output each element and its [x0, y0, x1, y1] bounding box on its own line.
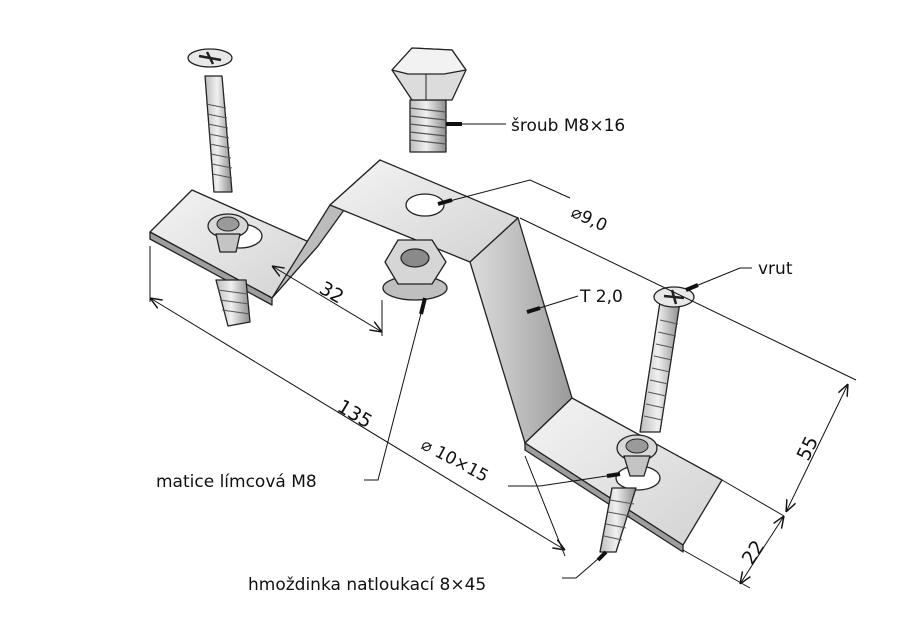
label-slot: ⌀ 10×15 [418, 435, 492, 487]
dim-135 [150, 298, 565, 550]
label-hole-diameter: ⌀9,0 [568, 202, 610, 236]
dim-22 [740, 516, 784, 584]
label-nut: matice límcová M8 [156, 472, 317, 492]
right-wall [469, 217, 573, 444]
dim-label-32: 32 [316, 277, 348, 308]
left-wood-screw [187, 48, 233, 193]
right-wood-screw [639, 286, 695, 433]
label-screw: šroub M8×16 [511, 116, 625, 136]
hex-bolt [391, 47, 467, 153]
bolt-hole [405, 193, 445, 217]
label-anchor: hmoždinka natloukací 8×45 [248, 575, 486, 595]
vrut-leader [685, 267, 752, 291]
flange-nut [382, 239, 448, 301]
hole-leader [437, 179, 571, 205]
dim-label-22: 22 [738, 536, 770, 568]
dim-label-135: 135 [333, 395, 375, 433]
label-thickness: T 2,0 [579, 287, 623, 307]
right-anchor [599, 434, 658, 553]
nut-leader [364, 297, 426, 481]
label-wood-screw: vrut [758, 259, 793, 279]
dim-55 [786, 384, 848, 512]
dim-32 [272, 266, 382, 332]
anchor-leader [562, 551, 607, 579]
dim-label-55: 55 [793, 433, 823, 464]
